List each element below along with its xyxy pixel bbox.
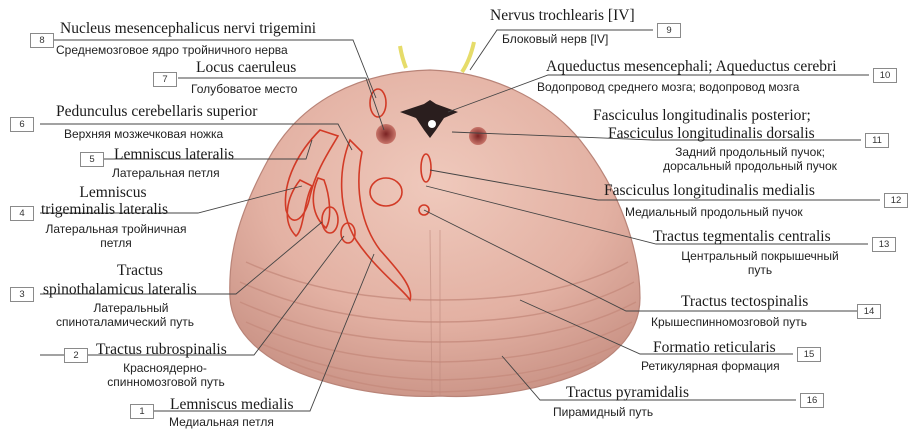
- label-15-latin: Formatio reticularis: [653, 340, 776, 356]
- label-number-13: 13: [872, 237, 896, 252]
- label-2-russian-line-1: Красноядерно-: [100, 362, 230, 374]
- label-number-9: 9: [657, 23, 681, 38]
- label-3-russian-line-1: Латеральный: [56, 302, 206, 314]
- label-number-5: 5: [80, 152, 104, 167]
- label-number-14: 14: [857, 304, 881, 319]
- label-number-6: 6: [10, 117, 34, 132]
- label-3-latin-line-1: Tractus: [90, 263, 190, 279]
- label-number-1: 1: [130, 404, 154, 419]
- label-11-russian-line-2: дорсальный продольный пучок: [650, 160, 850, 172]
- label-9-russian: Блоковый нерв [IV]: [502, 33, 608, 45]
- label-14-russian: Крышеспинномозговой путь: [651, 316, 807, 328]
- locus-caeruleus-right: [469, 127, 487, 145]
- label-8-russian: Среднемозговое ядро тройничного нерва: [56, 44, 288, 56]
- label-number-7: 7: [153, 72, 177, 87]
- label-13-russian-line-2: путь: [660, 264, 860, 276]
- label-number-2: 2: [64, 348, 88, 363]
- label-number-11: 11: [865, 133, 889, 148]
- label-5-latin: Lemniscus lateralis: [114, 147, 234, 163]
- label-9-latin: Nervus trochlearis [IV]: [490, 8, 635, 24]
- label-7-latin: Locus caeruleus: [196, 60, 296, 76]
- locus-caeruleus-nucleus: [376, 124, 396, 144]
- label-5-russian: Латеральная петля: [112, 167, 220, 179]
- label-4-latin-line-1: Lemniscus: [38, 185, 188, 201]
- label-3-russian-line-2: спиноталамический путь: [40, 316, 210, 328]
- aqueduct-light: [428, 120, 436, 128]
- label-16-latin: Tractus pyramidalis: [566, 385, 689, 401]
- label-1-russian: Медиальная петля: [169, 416, 274, 428]
- label-11-latin-line-2: Fasciculus longitudinalis dorsalis: [608, 126, 815, 142]
- label-number-10: 10: [873, 68, 897, 83]
- label-1-latin: Lemniscus medialis: [170, 397, 294, 413]
- label-4-russian-line-1: Латеральная тройничная: [36, 223, 196, 235]
- label-16-russian: Пирамидный путь: [553, 406, 653, 418]
- label-15-russian: Ретикулярная формация: [641, 360, 780, 372]
- label-10-russian: Водопровод среднего мозга; водопровод мо…: [537, 81, 799, 93]
- label-12-latin: Fasciculus longitudinalis medialis: [604, 183, 815, 199]
- trochlear-root-left: [400, 46, 406, 68]
- label-6-russian: Верхняя мозжечковая ножка: [64, 128, 223, 140]
- label-3-latin-line-2: spinothalamicus lateralis: [43, 282, 197, 298]
- label-4-russian-line-2: петля: [36, 237, 196, 249]
- label-11-latin-line-1: Fasciculus longitudinalis posterior;: [593, 108, 811, 124]
- label-14-latin: Tractus tectospinalis: [681, 294, 808, 310]
- label-number-8: 8: [30, 33, 54, 48]
- label-number-12: 12: [884, 193, 908, 208]
- label-number-16: 16: [800, 393, 824, 408]
- label-number-3: 3: [10, 287, 34, 302]
- label-10-latin: Aqueductus mesencephali; Aqueductus cere…: [546, 59, 837, 75]
- label-13-russian-line-1: Центральный покрышечный: [660, 250, 860, 262]
- label-2-russian-line-2: спинномозговой путь: [96, 376, 236, 388]
- label-7-russian: Голубоватое место: [191, 83, 297, 95]
- label-12-russian: Медиальный продольный пучок: [625, 206, 803, 218]
- label-4-latin-line-2: trigeminalis lateralis: [41, 202, 168, 218]
- label-11-russian-line-1: Задний продольный пучок;: [650, 146, 850, 158]
- label-13-latin: Tractus tegmentalis centralis: [653, 229, 831, 245]
- label-number-15: 15: [797, 347, 821, 362]
- label-2-latin: Tractus rubrospinalis: [96, 342, 227, 358]
- label-8-latin: Nucleus mesencephalicus nervi trigemini: [60, 21, 316, 37]
- label-6-latin: Pedunculus cerebellaris superior: [56, 104, 257, 120]
- label-number-4: 4: [10, 206, 34, 221]
